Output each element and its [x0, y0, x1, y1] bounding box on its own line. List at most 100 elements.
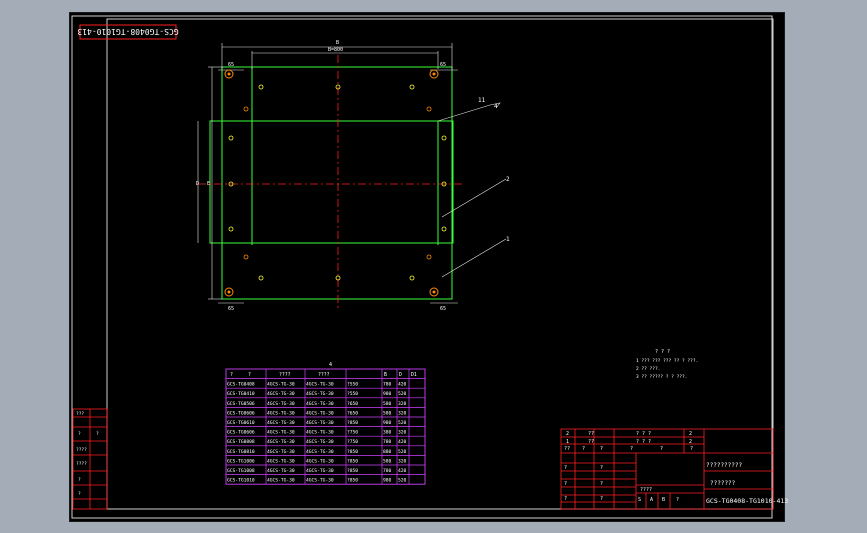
parts-table-cell: ?850 [347, 468, 358, 474]
sign-mark-1: ? [564, 465, 567, 471]
note-line-3: 3 ?? ????? ? ? ???. [636, 374, 687, 380]
left-label-5: ???? [76, 461, 87, 467]
parts-table-cell: GCS-TG0606 [227, 430, 255, 436]
outer-frame [71, 15, 773, 519]
sign-mark-3: ? [564, 496, 567, 502]
parts-table-cell: 780 [383, 468, 392, 474]
parts-table-cell: 4GCS-TG-30 [306, 439, 334, 445]
sign-mark-2: ? [564, 481, 567, 487]
dim-bottom-left: 65 [228, 306, 234, 312]
dim-bottom-right: 65 [440, 306, 446, 312]
weight-label: ???? [640, 487, 652, 493]
parts-table-cell: 4GCS-TG-30 [306, 410, 334, 416]
parts-table-cell: ?750 [347, 430, 358, 436]
plate-outline [209, 66, 454, 300]
parts-table-cell: 4GCS-TG-30 [306, 449, 334, 455]
parts-table-cell: 520 [398, 391, 407, 397]
parts-table-cell: 4GCS-TG-30 [267, 420, 295, 426]
cad-drawing[interactable]: GCS-TG0408-TG1010-413 B B=800 D E 65 [70, 13, 788, 521]
inner-frame [106, 18, 774, 510]
parts-table-cell: GCS-TG1008 [227, 468, 255, 474]
left-label-3: ? [96, 431, 99, 437]
rev-row-3-d: ? [630, 446, 633, 452]
part-name-line2: ??????? [710, 480, 736, 487]
dim-width-label: B [336, 40, 339, 46]
parts-table-cell: 4GCS-TG-30 [267, 468, 295, 474]
parts-table-cell: GCS-TG0808 [227, 439, 255, 445]
parts-table-cell: 420 [398, 468, 407, 474]
parts-table-cell: 780 [383, 382, 392, 388]
parts-table-cell: ?650 [347, 410, 358, 416]
rev-row-1-d: 2 [689, 431, 692, 437]
left-block-text: ??? ? ? ???? ???? ? ? [76, 411, 99, 497]
left-label-6: ? [78, 477, 81, 483]
parts-table-cell: 4GCS-TG-30 [267, 449, 295, 455]
parts-table-header: D1 [411, 372, 417, 378]
parts-table-header: ? [230, 372, 233, 378]
parts-table-cell: GCS-TG0610 [227, 420, 255, 426]
rev-row-1-a: 2 [566, 431, 569, 437]
leader-symbol: 11 [478, 97, 486, 104]
bolt-holes [228, 84, 447, 281]
drawing-viewport[interactable]: GCS-TG0408-TG1010-413 B B=800 D E 65 [69, 12, 788, 522]
title-stamp: GCS-TG0408-TG1010-413 [77, 24, 179, 40]
parts-table-cell: 4GCS-TG-30 [267, 439, 295, 445]
rev-row-2-b: ?? [588, 439, 594, 445]
parts-table-header: B [384, 372, 387, 378]
parts-table-cell: 4GCS-TG-30 [267, 382, 295, 388]
rev-row-1-c: ? ? ? [636, 431, 651, 437]
left-label-7: ? [78, 491, 81, 497]
parts-table-cell: 4GCS-TG-30 [306, 382, 334, 388]
parts-table-cell: 4GCS-TG-30 [306, 478, 334, 484]
technical-notes: ? ? ? 1 ??? ??? ??? ?? ? ???. 2 ?? ???. … [636, 349, 698, 380]
parts-table-cell: 4GCS-TG-30 [267, 391, 295, 397]
parts-table-cell: 4GCS-TG-30 [267, 478, 295, 484]
parts-table-cell: GCS-TG0408 [227, 382, 255, 388]
rev-row-2-d: 2 [689, 439, 692, 445]
parts-table-header: ???? [279, 372, 291, 378]
drawing-number: GCS-TG0408-TG1010-413 [706, 497, 788, 505]
parts-table-cell: 320 [398, 401, 407, 407]
parts-table-cell: 320 [398, 458, 407, 464]
leader-lines [437, 102, 507, 278]
parts-table-cell: 320 [398, 410, 407, 416]
parts-table-cell: GCS-TG0810 [227, 449, 255, 455]
left-label-4: ???? [76, 447, 87, 453]
parts-table-cell: ?850 [347, 420, 358, 426]
parts-table-cell: 4GCS-TG-30 [267, 410, 295, 416]
left-mark-2: ? [600, 496, 603, 502]
parts-table-cell: 320 [398, 430, 407, 436]
rev-row-3-b: ? [582, 446, 585, 452]
part-name-line1: ?????????? [706, 462, 743, 469]
left-block [72, 408, 108, 510]
rev-row-3-c: ? [600, 446, 603, 452]
left-label-2: ? [78, 431, 81, 437]
parts-table-cell: ?650 [347, 401, 358, 407]
note-line-1: 1 ??? ??? ??? ?? ? ???. [636, 358, 698, 364]
parts-table-cell: 4GCS-TG-30 [306, 468, 334, 474]
parts-table-cell: 420 [398, 382, 407, 388]
parts-table-cell: 580 [383, 458, 392, 464]
parts-table-header: ???? [318, 372, 330, 378]
scale-b: B [662, 497, 665, 503]
leader-1: 1 [506, 236, 510, 243]
parts-table-cell: 980 [383, 420, 392, 426]
centerlines [198, 55, 462, 311]
rev-row-1-b: ?? [588, 431, 594, 437]
dim-height-label: D [196, 181, 199, 187]
parts-table-cell: 520 [398, 449, 407, 455]
parts-table-cell: 380 [383, 430, 392, 436]
title-block [560, 428, 774, 510]
dim-height-inner: E [207, 181, 210, 187]
parts-table-cell: 4GCS-TG-30 [306, 420, 334, 426]
rev-row-3-f: ? [690, 446, 693, 452]
parts-table-cell: 4GCS-TG-30 [306, 401, 334, 407]
parts-table-cell: ?850 [347, 458, 358, 464]
parts-table-cell: 520 [398, 420, 407, 426]
leader-4: 4 [494, 103, 498, 110]
parts-table-cell: 4GCS-TG-30 [306, 391, 334, 397]
parts-table-cell: GCS-TG1010 [227, 478, 255, 484]
parts-table-cell: 580 [383, 401, 392, 407]
parts-table-cell: 4GCS-TG-30 [267, 401, 295, 407]
